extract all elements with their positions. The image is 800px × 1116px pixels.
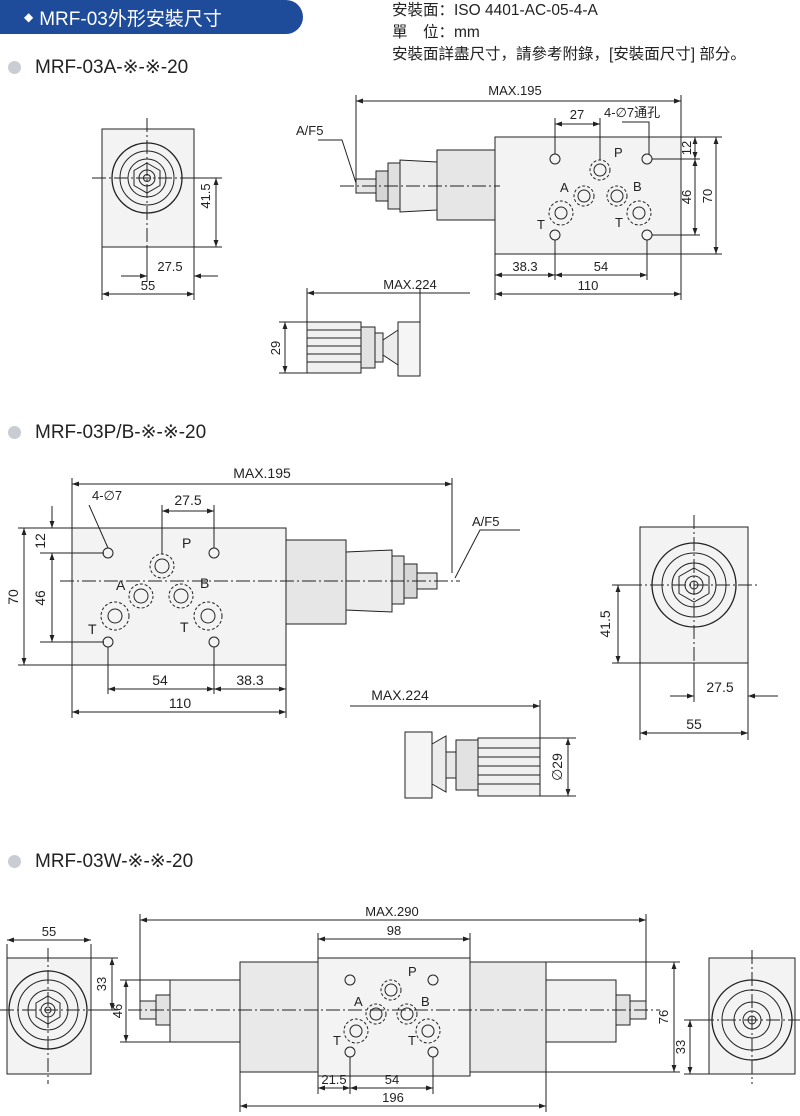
dim-27-5: 27.5: [157, 259, 182, 274]
holes-note: 4-∅7通孔: [604, 105, 660, 120]
dim-70-pb: 70: [5, 589, 21, 605]
dim-110: 110: [578, 278, 599, 293]
dim-41-5-pb: 41.5: [597, 610, 613, 637]
dim-70: 70: [700, 189, 715, 203]
dim-max195-pb: MAX.195: [233, 465, 291, 481]
header-title-bar: ◆ MRF-03外形安裝尺寸: [0, 0, 303, 34]
dim-max224-pb: MAX.224: [371, 687, 429, 703]
dim-12: 12: [679, 141, 694, 155]
dim-196: 196: [382, 1090, 404, 1105]
dim-max224: MAX.224: [383, 277, 436, 292]
port-p: P: [614, 145, 623, 160]
dim-33-w-right: 33: [673, 1040, 688, 1054]
port-b-w: B: [421, 994, 430, 1009]
side-view-03pb: [60, 527, 460, 666]
dim-27-5-end-pb: 27.5: [706, 679, 733, 695]
header-title: MRF-03外形安裝尺寸: [39, 8, 222, 30]
dim-38-3-pb: 38.3: [236, 672, 263, 688]
side-view-03w: [128, 957, 660, 1077]
port-b: B: [633, 179, 642, 194]
port-t-left-pb: T: [88, 621, 97, 637]
port-t-left-w: T: [333, 1033, 341, 1048]
dim-27: 27: [570, 107, 584, 122]
dim-46-w: 46: [110, 1004, 125, 1018]
section-title-03pb: MRF-03P/B-※-※-20: [8, 421, 206, 444]
dim-54-pb: 54: [152, 672, 168, 688]
end-view-03w-left: [0, 948, 100, 1084]
port-p-pb: P: [182, 535, 191, 551]
port-a-w: A: [354, 994, 363, 1009]
dim-98: 98: [387, 923, 401, 938]
side-view-03a: [340, 136, 682, 255]
knob-detail-03pb: [404, 731, 541, 799]
bullet-icon: [8, 61, 21, 74]
dim-41-5: 41.5: [198, 183, 213, 208]
dim-110-pb: 110: [169, 695, 192, 711]
diamond-icon: ◆: [24, 10, 34, 24]
dim-55-pb: 55: [686, 716, 702, 732]
dim-55-w: 55: [42, 924, 56, 939]
port-p-w: P: [408, 964, 417, 979]
dim-27-5-pb: 27.5: [174, 492, 201, 508]
port-a: A: [560, 180, 569, 195]
af5-label: A/F5: [296, 123, 323, 138]
dim-12-pb: 12: [32, 533, 48, 549]
dim-46-pb: 46: [32, 590, 48, 606]
holes-note-pb: 4-∅7: [92, 488, 122, 503]
knob-detail-03a: [306, 321, 421, 377]
dim-54-w: 54: [385, 1072, 399, 1087]
spec-unit: 單 位：mm: [392, 24, 480, 41]
dim-max195: MAX.195: [488, 83, 541, 98]
end-view-03pb: [628, 515, 760, 676]
dim-dia29: ∅29: [549, 753, 565, 781]
bullet-icon: [8, 426, 21, 439]
dim-76: 76: [656, 1010, 671, 1024]
dim-46: 46: [679, 190, 694, 204]
section-title-03a: MRF-03A-※-※-20: [8, 56, 188, 79]
dim-55: 55: [141, 278, 155, 293]
section-title-03w: MRF-03W-※-※-20: [8, 850, 193, 873]
port-t-left: T: [537, 217, 545, 232]
port-a-pb: A: [116, 577, 126, 593]
port-b-pb: B: [200, 575, 209, 591]
port-t-right-pb: T: [180, 619, 189, 635]
dim-54: 54: [594, 259, 608, 274]
dim-38-3: 38.3: [512, 259, 537, 274]
spec-mounting-surface: 安裝面：ISO 4401-AC-05-4-A: [392, 2, 598, 19]
dim-21-5: 21.5: [321, 1072, 346, 1087]
port-t-right-w: T: [408, 1033, 416, 1048]
end-view-03w-right: [700, 950, 800, 1084]
port-t-right: T: [615, 215, 623, 230]
bullet-icon: [8, 855, 21, 868]
spec-reference: 安裝面詳盡尺寸，請參考附錄，[安裝面尺寸] 部分。: [392, 46, 746, 63]
dim-max290: MAX.290: [365, 904, 418, 919]
spec-notes: 安裝面：ISO 4401-AC-05-4-A 單 位：mm 安裝面詳盡尺寸，請參…: [392, 0, 746, 66]
end-view-03a: [92, 118, 204, 258]
dim-29: 29: [268, 341, 283, 355]
dim-33-w-left: 33: [94, 977, 109, 991]
af5-label-pb: A/F5: [472, 514, 499, 529]
